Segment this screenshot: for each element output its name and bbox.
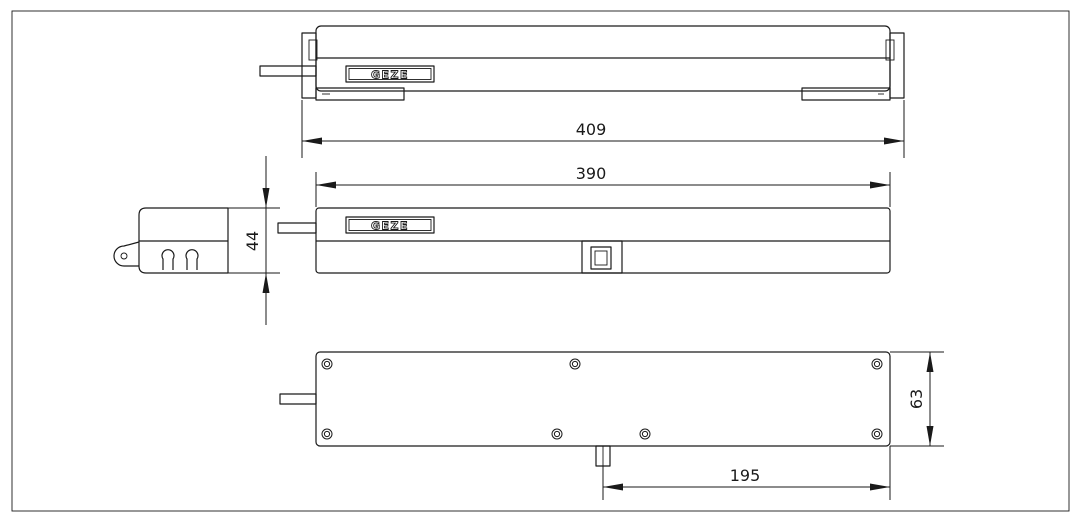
bottom-view-plate xyxy=(315,351,891,447)
dimension-overall-length: 409 xyxy=(301,100,905,158)
dimension-label-44: 44 xyxy=(243,231,262,251)
front-view-switch xyxy=(581,240,623,274)
top-view-geze-logo: GEZE xyxy=(345,65,435,83)
front-view-geze-logo: GEZE xyxy=(345,216,435,234)
dimension-depth: 63 xyxy=(890,351,944,447)
screw-icon xyxy=(871,358,883,370)
dimension-label-63: 63 xyxy=(907,389,926,409)
dimension-label-195: 195 xyxy=(730,466,761,485)
dimension-body-length: 390 xyxy=(315,164,891,207)
top-view: GEZE 409 xyxy=(259,25,905,158)
front-view-cable xyxy=(277,222,317,234)
bottom-view-cable xyxy=(279,393,317,405)
front-view-logo-text: GEZE xyxy=(371,220,409,233)
bottom-view: 63 195 xyxy=(279,351,944,500)
side-view: 44 xyxy=(113,156,280,325)
screw-icon xyxy=(321,358,333,370)
side-view-keyhole-slots xyxy=(161,249,199,270)
dimension-height: 44 xyxy=(228,156,280,325)
screw-icon xyxy=(321,428,333,440)
dimension-center-offset: 195 xyxy=(602,446,891,500)
dimension-label-390: 390 xyxy=(576,164,607,183)
front-view: GEZE 390 xyxy=(277,164,891,274)
top-view-cable xyxy=(259,65,317,77)
screw-icon xyxy=(639,428,651,440)
drawing-frame xyxy=(11,10,1070,512)
dimension-label-409: 409 xyxy=(576,120,607,139)
screw-icon xyxy=(871,428,883,440)
top-view-logo-text: GEZE xyxy=(371,69,409,82)
screw-icon xyxy=(569,358,581,370)
bottom-view-spindle xyxy=(595,445,611,467)
screw-icon xyxy=(551,428,563,440)
